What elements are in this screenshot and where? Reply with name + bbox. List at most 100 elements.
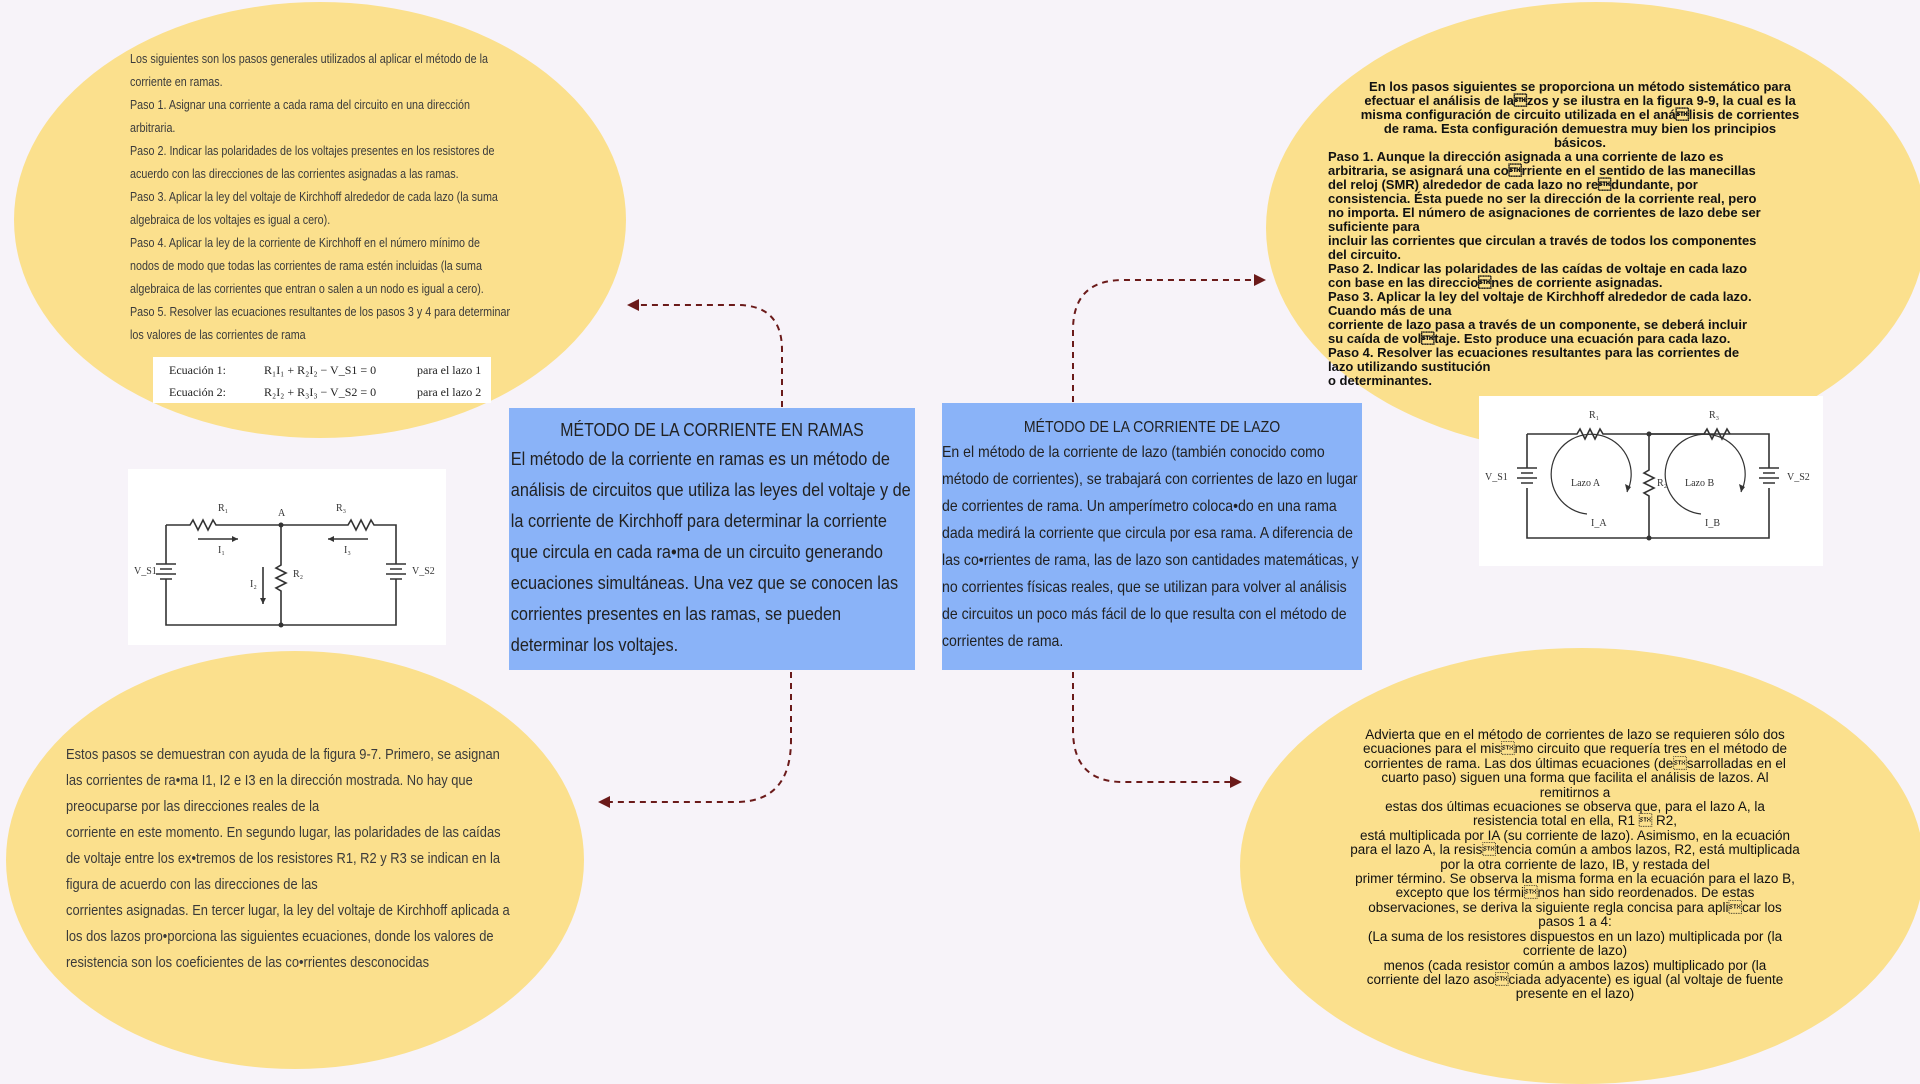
text-line: resistencia son los coeficientes de las … <box>66 954 430 971</box>
text-line: Paso 5. Resolver las ecuaciones resultan… <box>130 305 511 319</box>
label-i1: I₁ <box>218 545 225 556</box>
equation-2-label: Ecuación 2: <box>169 385 226 399</box>
text-line: incluir las corrientes que circulan a tr… <box>1328 233 1757 248</box>
text-line: corrientes de rama. Las dos últimas ecua… <box>1364 755 1786 771</box>
arrow-mesh-to-observation <box>1072 672 1232 783</box>
text-line: los valores de las corrientes de rama <box>130 328 306 342</box>
text-line: Los siguientes son los pasos generales u… <box>130 52 488 66</box>
text-line: pasos 1 a 4: <box>1538 914 1612 930</box>
text-line: con base en las direcciones de corrient… <box>1328 275 1663 290</box>
text-line: por la otra corriente de lazo, IB, y res… <box>1440 856 1710 872</box>
text-line: Paso 4. Aplicar la ley de la corriente d… <box>130 236 480 250</box>
text-line: del circuito. <box>1328 247 1401 262</box>
label-r3: R₃ <box>336 503 346 514</box>
text-line: Paso 4. Resolver las ecuaciones resultan… <box>1328 345 1740 360</box>
text-line: de rama. Esta configuración demuestra mu… <box>1383 121 1777 136</box>
branch-example-text: Estos pasos se demuestran con ayuda de l… <box>66 742 582 976</box>
text-line: Paso 3. Aplicar la ley del voltaje de Ki… <box>130 190 498 204</box>
label-i2: I₂ <box>250 579 257 590</box>
text-line: algebraica de los voltajes es igual a ce… <box>130 213 331 227</box>
mesh-method-title: MÉTODO DE LA CORRIENTE DE LAZO <box>1023 419 1281 436</box>
text-line: los dos lazos pro•porciona las siguiente… <box>66 928 494 945</box>
text-line: Paso 3. Aplicar la ley del voltaje de Ki… <box>1328 289 1752 304</box>
text-line: de voltaje entre los ex•tremos de los re… <box>66 850 501 867</box>
equation-2-expr: R₂I₂ + R₃I₃ − V_S2 = 0 <box>264 385 377 399</box>
mesh-steps-intro: En los pasos siguientes se proporciona u… <box>1328 80 1832 150</box>
equation-1-expr: R₁I₁ + R₂I₂ − V_S1 = 0 <box>264 363 377 377</box>
text-line: su caída de voltaje. Esto produce una e… <box>1328 331 1731 346</box>
ellipse-top-right <box>1266 2 1920 454</box>
branch-equations-image: Ecuación 1: R₁I₁ + R₂I₂ − V_S1 = 0 para … <box>153 357 491 403</box>
ellipse-bottom-left <box>6 651 584 1069</box>
branch-steps-text: Los siguientes son los pasos generales u… <box>130 48 551 347</box>
text-line: corriente de lazo pasa a través de un co… <box>1328 317 1748 332</box>
text-line: corriente en ramas. <box>130 75 223 89</box>
text-line: preocuparse por las direcciones reales d… <box>66 798 320 815</box>
text-line: excepto que los términos han sido reord… <box>1395 885 1755 901</box>
text-line: primer término. Se observa la misma form… <box>1355 871 1795 887</box>
mesh-circuit-diagram: R₁ R₃ Lazo A Lazo B I_A I_B R₂ V_S1 V_S2 <box>1479 396 1823 566</box>
text-line: Paso 1. Aunque la dirección asignada a u… <box>1328 149 1724 164</box>
text-line: corrientes asignadas. En tercer lugar, l… <box>66 902 510 919</box>
equation-1: Ecuación 1: R₁I₁ + R₂I₂ − V_S1 = 0 para … <box>169 363 481 378</box>
text-line: menos (cada resistor común a ambos lazos… <box>1383 957 1767 973</box>
mesh-label-r3: R₃ <box>1709 410 1719 421</box>
text-line: estas dos últimas ecuaciones se observa … <box>1385 799 1765 815</box>
mesh-label-ia: I_A <box>1591 518 1607 529</box>
mesh-label-r2: R₂ <box>1657 478 1667 489</box>
label-r2: R₂ <box>293 569 303 580</box>
text-line: (La suma de los resistores dispuestos en… <box>1367 928 1783 944</box>
text-line: consistencia. Ésta puede no ser la direc… <box>1328 191 1757 206</box>
mesh-label-vs1: V_S1 <box>1485 472 1508 483</box>
mesh-steps-list: Paso 1. Aunque la dirección asignada a u… <box>1328 150 1832 388</box>
mesh-label-vs2: V_S2 <box>1787 472 1810 483</box>
text-line: Paso 2. Indicar las polaridades de los v… <box>130 144 495 158</box>
label-vs1: V_S1 <box>134 566 157 577</box>
label-node-a: A <box>278 508 286 519</box>
text-line: arbitraria, se asignará una corriente e… <box>1328 163 1756 178</box>
branch-circuit-diagram: R₁ A R₃ I₁ I₃ I₂ R₂ V_S1 V_S2 <box>128 469 446 645</box>
text-line: nodos de modo que todas las corrientes d… <box>130 259 482 273</box>
text-line: remitirnos a <box>1539 784 1611 800</box>
equation-1-label: Ecuación 1: <box>169 363 226 377</box>
text-line: efectuar el análisis de lazos y se ilus… <box>1364 93 1796 108</box>
text-line: misma configuración de circuito utilizad… <box>1360 107 1800 122</box>
text-line: figura de acuerdo con las direcciones de… <box>66 876 318 893</box>
equation-2-note: para el lazo 2 <box>417 385 482 399</box>
equation-2: Ecuación 2: R₂I₂ + R₃I₃ − V_S2 = 0 para … <box>169 385 481 400</box>
arrow-branch-to-steps <box>637 304 783 407</box>
text-line: lazo utilizando sustitución <box>1328 359 1491 374</box>
mesh-observation-text: Advierta que en el método de corrientes … <box>1304 727 1846 1002</box>
text-line: resistencia total en ella, R1  R2, <box>1472 813 1678 829</box>
equation-1-note: para el lazo 1 <box>417 363 482 377</box>
text-line: observaciones, se deriva la siguiente re… <box>1368 899 1782 915</box>
text-line: Paso 2. Indicar las polaridades de las c… <box>1328 261 1748 276</box>
text-line: algebraica de las corrientes que entran … <box>130 282 484 296</box>
text-line: Advierta que en el método de corrientes … <box>1365 727 1785 742</box>
text-line: está multiplicada por IA (su corriente d… <box>1360 827 1790 843</box>
text-line: En los pasos siguientes se proporciona u… <box>1369 79 1791 94</box>
branch-method-title: MÉTODO DE LA CORRIENTE EN RAMAS <box>560 420 864 440</box>
mesh-steps-text: En los pasos siguientes se proporciona u… <box>1328 80 1832 388</box>
mesh-current-method-box: MÉTODO DE LA CORRIENTE DE LAZO En el mét… <box>942 403 1362 670</box>
text-line: Paso 1. Asignar una corriente a cada ram… <box>130 98 471 112</box>
text-line: las corrientes de ra•ma I1, I2 e I3 en l… <box>66 772 473 789</box>
text-line: corriente del lazo asociada adyacente) … <box>1366 971 1784 987</box>
label-i3: I₃ <box>344 545 351 556</box>
ellipse-bottom-right <box>1240 648 1920 1084</box>
text-line: del reloj (SMR) alrededor de cada lazo n… <box>1328 177 1698 192</box>
text-line: Estos pasos se demuestran con ayuda de l… <box>66 746 500 763</box>
mesh-label-lazo-b: Lazo B <box>1685 478 1714 489</box>
text-line: no importa. El número de asignaciones de… <box>1328 205 1761 220</box>
branch-method-body: El método de la corriente en ramas es un… <box>510 448 911 655</box>
mesh-label-r1: R₁ <box>1589 410 1599 421</box>
arrow-mesh-to-steps <box>1072 279 1256 402</box>
text-line: corriente de lazo) <box>1522 943 1628 959</box>
text-line: presente en el lazo) <box>1515 986 1635 1002</box>
text-line: básicos. <box>1553 135 1607 150</box>
text-line: suficiente para <box>1328 219 1420 234</box>
branch-current-method-box: MÉTODO DE LA CORRIENTE EN RAMAS El métod… <box>509 408 915 670</box>
text-line: cuarto paso) siguen una forma que facili… <box>1381 770 1769 786</box>
label-r1: R₁ <box>218 503 228 514</box>
arrow-branch-to-example <box>608 672 792 803</box>
